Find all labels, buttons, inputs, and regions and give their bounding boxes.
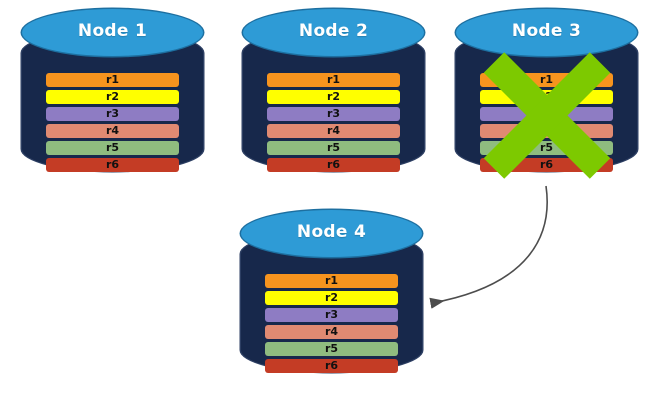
data-row: r4 — [267, 124, 400, 138]
data-row: r1 — [46, 73, 179, 87]
data-row: r6 — [267, 158, 400, 172]
row-stack: r1 r2 r3 r4 r5 r6 — [46, 73, 179, 172]
data-row: r5 — [267, 141, 400, 155]
data-row: r5 — [46, 141, 179, 155]
data-row: r4 — [265, 325, 398, 339]
row-stack: r1 r2 r3 r4 r5 r6 — [267, 73, 400, 172]
arrow-path — [429, 185, 548, 309]
data-row: r3 — [46, 107, 179, 121]
data-row: r5 — [265, 342, 398, 356]
data-row: r3 — [265, 308, 398, 322]
data-row: r3 — [267, 107, 400, 121]
node-failed-cross-icon — [476, 44, 618, 186]
cylinder-top-disc — [243, 9, 424, 56]
cylinder-top-disc — [456, 9, 637, 56]
cylinder-top-disc — [241, 210, 422, 257]
data-row: r1 — [267, 73, 400, 87]
data-row: r2 — [46, 90, 179, 104]
row-stack: r1 r2 r3 r4 r5 r6 — [265, 274, 398, 373]
data-row: r2 — [265, 291, 398, 305]
data-row: r6 — [46, 158, 179, 172]
cylinder-top-disc — [22, 9, 203, 56]
data-row: r2 — [267, 90, 400, 104]
data-row: r1 — [265, 274, 398, 288]
data-row: r4 — [46, 124, 179, 138]
data-row: r6 — [265, 359, 398, 373]
